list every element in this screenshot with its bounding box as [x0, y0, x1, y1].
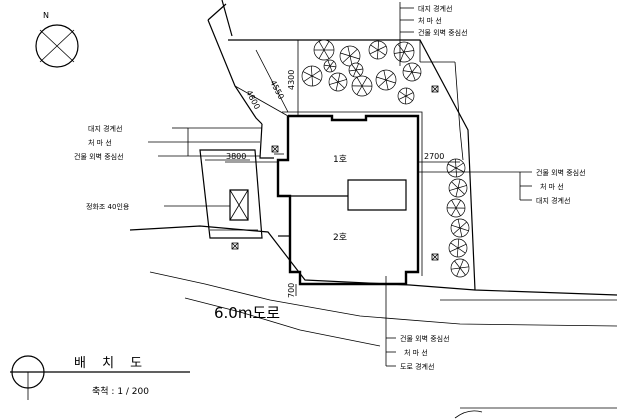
- dim-3800: 3800: [226, 152, 246, 161]
- tree-icon: [340, 46, 360, 66]
- callout-left-lot-line: 대지 경계선: [88, 124, 122, 133]
- tree-icon: [302, 66, 322, 86]
- tree-icon: [394, 42, 414, 62]
- dimension-lines: [225, 40, 460, 296]
- site-boundary: [130, 0, 617, 418]
- room-label-unit2: 2호: [333, 232, 347, 243]
- callout-right-wall-centerline: 건물 외벽 중심선: [536, 168, 586, 177]
- tree-icon: [314, 40, 334, 60]
- tree-icon: [349, 63, 363, 77]
- callout-septic-tank: 정화조 40인용: [86, 202, 130, 211]
- tree-icon: [329, 73, 347, 91]
- septic-tank: [230, 190, 248, 220]
- dim-4550: 4550: [268, 79, 286, 101]
- callout-top-lot-line: 대지 경계선: [418, 4, 452, 13]
- callout-bottom-road-line: 도로 경계선: [400, 362, 434, 371]
- tree-icon: [352, 76, 372, 96]
- callout-top-wall-centerline: 건물 외벽 중심선: [418, 28, 468, 37]
- boundary-markers: [232, 86, 438, 260]
- room-label-unit1: 1호: [333, 154, 347, 165]
- trees: [302, 40, 469, 277]
- tree-icon: [451, 259, 469, 277]
- tree-icon: [324, 60, 336, 72]
- callout-bottom-eave-line: 처 마 선: [404, 348, 428, 357]
- callout-left-eave-line: 처 마 선: [88, 138, 112, 147]
- tree-icon: [403, 63, 421, 81]
- tree-icon: [376, 70, 396, 90]
- dim-4300: 4300: [287, 70, 296, 90]
- tree-icon: [398, 88, 414, 104]
- tree-icon: [447, 159, 465, 177]
- dim-4800: 4800: [244, 89, 262, 111]
- road-label: 6.0m도로: [214, 304, 280, 322]
- north-arrow-icon: N: [36, 11, 78, 67]
- tree-icon: [451, 219, 469, 237]
- tree-icon: [447, 199, 465, 217]
- building-outline: [274, 112, 422, 284]
- title-block: [10, 356, 190, 400]
- callout-right-lot-line: 대지 경계선: [536, 196, 570, 205]
- drawing-scale: 축척 : 1 / 200: [92, 386, 149, 397]
- callout-top-eave-line: 처 마 선: [418, 16, 442, 25]
- tree-icon: [449, 179, 467, 197]
- callout-bottom-wall-centerline: 건물 외벽 중심선: [400, 334, 450, 343]
- callout-right-eave-line: 처 마 선: [540, 182, 564, 191]
- callout-left-wall-centerline: 건물 외벽 중심선: [74, 152, 124, 161]
- tree-icon: [449, 239, 467, 257]
- drawing-title: 배 치 도: [74, 356, 148, 371]
- tree-icon: [369, 41, 387, 59]
- dim-2700: 2700: [424, 152, 444, 161]
- north-label: N: [43, 11, 49, 20]
- dim-700: 700: [287, 283, 296, 298]
- callout-leaders: [148, 2, 532, 366]
